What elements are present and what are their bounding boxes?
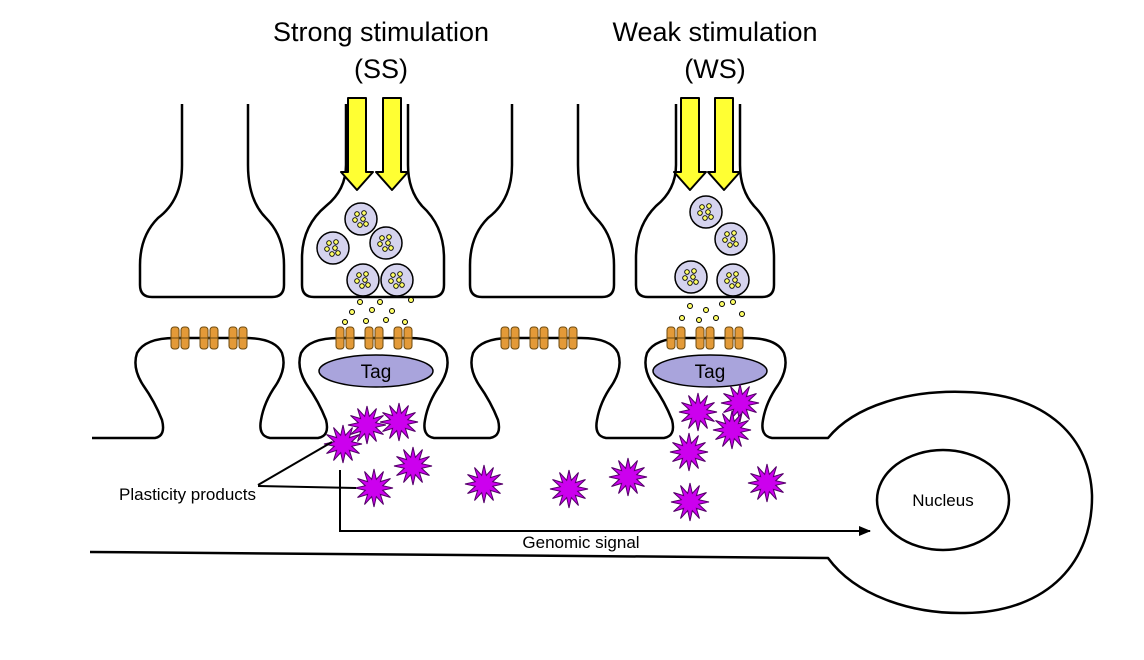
synaptic-vesicle-icon <box>714 222 748 256</box>
receptor-channel-icon <box>170 326 190 350</box>
receptor-channels <box>170 326 744 350</box>
presynaptic-terminal-3 <box>468 104 616 299</box>
plasticity-product-star-icon <box>678 392 718 432</box>
plasticity-product-star-icon <box>669 432 709 472</box>
neurotransmitter-dot <box>402 319 408 325</box>
plasticity-product-star-icon <box>379 402 419 442</box>
receptor-channel-icon <box>529 326 549 350</box>
neurotransmitter-dot <box>687 303 693 309</box>
neurotransmitter-dot <box>363 318 369 324</box>
yellow-down-arrow-icon <box>673 97 707 191</box>
tag-weak-label: Tag <box>695 362 726 383</box>
neurotransmitter-dot <box>377 299 383 305</box>
plasticity-products-label: Plasticity products <box>119 485 256 504</box>
plasticity-product-star-icon <box>670 482 710 522</box>
yellow-down-arrow-icon <box>375 97 409 191</box>
synaptic-vesicle-icon <box>689 195 723 229</box>
receptor-channel-icon <box>393 326 413 350</box>
receptor-channel-icon <box>228 326 248 350</box>
genomic-signal-label: Genomic signal <box>522 533 639 552</box>
neurotransmitter-dot <box>703 307 709 313</box>
neurotransmitter-dot <box>383 317 389 323</box>
neurotransmitter-dot <box>730 299 736 305</box>
plasticity-product-star-icon <box>347 405 387 445</box>
plasticity-product-star-icon <box>323 424 363 464</box>
synaptic-vesicle-icon <box>316 231 350 265</box>
plasticity-product-star-icon <box>354 468 394 508</box>
plasticity-product-star-icon <box>464 464 504 504</box>
nucleus-label: Nucleus <box>912 491 973 510</box>
dendrite-upper-membrane <box>89 336 1094 615</box>
receptor-channel-icon <box>724 326 744 350</box>
neurotransmitter-dot <box>389 308 395 314</box>
synaptic-vesicles <box>316 195 750 297</box>
plasticity-pointer-1 <box>257 441 333 486</box>
receptor-channel-icon <box>364 326 384 350</box>
presynaptic-terminal-strong <box>300 104 446 299</box>
neurotransmitter-dot <box>719 301 725 307</box>
plasticity-product-star-icon <box>393 446 433 486</box>
neurotransmitter-dot <box>408 297 414 303</box>
plasticity-pointer-2 <box>257 485 357 489</box>
tag-strong-label: Tag <box>361 362 392 383</box>
strong-stimulation-abbrev: (SS) <box>354 54 408 84</box>
tag-strong: Tag <box>318 354 434 388</box>
yellow-down-arrow-icon <box>707 97 741 191</box>
neurotransmitter-dot <box>696 317 702 323</box>
weak-stimulation-abbrev: (WS) <box>684 54 745 84</box>
plasticity-product-star-icon <box>747 463 787 503</box>
strong-stimulation-title: Strong stimulation <box>273 17 489 47</box>
receptor-channel-icon <box>500 326 520 350</box>
synaptic-vesicle-icon <box>346 263 380 297</box>
nucleus <box>875 448 1011 552</box>
synaptic-vesicle-icon <box>344 202 378 236</box>
plasticity-product-star-icon <box>608 457 648 497</box>
plasticity-product-star-icon <box>549 469 589 509</box>
tag-weak: Tag <box>652 354 768 388</box>
neurotransmitter-dot <box>349 309 355 315</box>
receptor-channel-icon <box>695 326 715 350</box>
synaptic-vesicle-icon <box>716 263 750 297</box>
neurotransmitter-dot <box>679 315 685 321</box>
yellow-down-arrow-icon <box>340 97 374 191</box>
plasticity-products <box>323 383 787 522</box>
synaptic-vesicle-icon <box>380 263 414 297</box>
presynaptic-terminal-weak <box>634 104 776 299</box>
neurotransmitter-dot <box>342 319 348 325</box>
genomic-signal-arrow <box>339 470 871 536</box>
neurotransmitter-dot <box>369 307 375 313</box>
plasticity-product-star-icon <box>720 383 760 423</box>
neurotransmitter-dot <box>357 299 363 305</box>
synaptic-vesicle-icon <box>674 260 708 294</box>
neurotransmitter-dot <box>713 315 719 321</box>
receptor-channel-icon <box>335 326 355 350</box>
synaptic-vesicle-icon <box>369 226 403 260</box>
receptor-channel-icon <box>666 326 686 350</box>
neurotransmitter-dot <box>739 311 745 317</box>
plasticity-product-star-icon <box>712 410 752 450</box>
stimulation-arrows <box>340 97 741 191</box>
weak-stimulation-title: Weak stimulation <box>612 17 817 47</box>
neurotransmitter-dots <box>342 297 745 325</box>
receptor-channel-icon <box>558 326 578 350</box>
presynaptic-terminal-1 <box>138 104 286 299</box>
receptor-channel-icon <box>199 326 219 350</box>
